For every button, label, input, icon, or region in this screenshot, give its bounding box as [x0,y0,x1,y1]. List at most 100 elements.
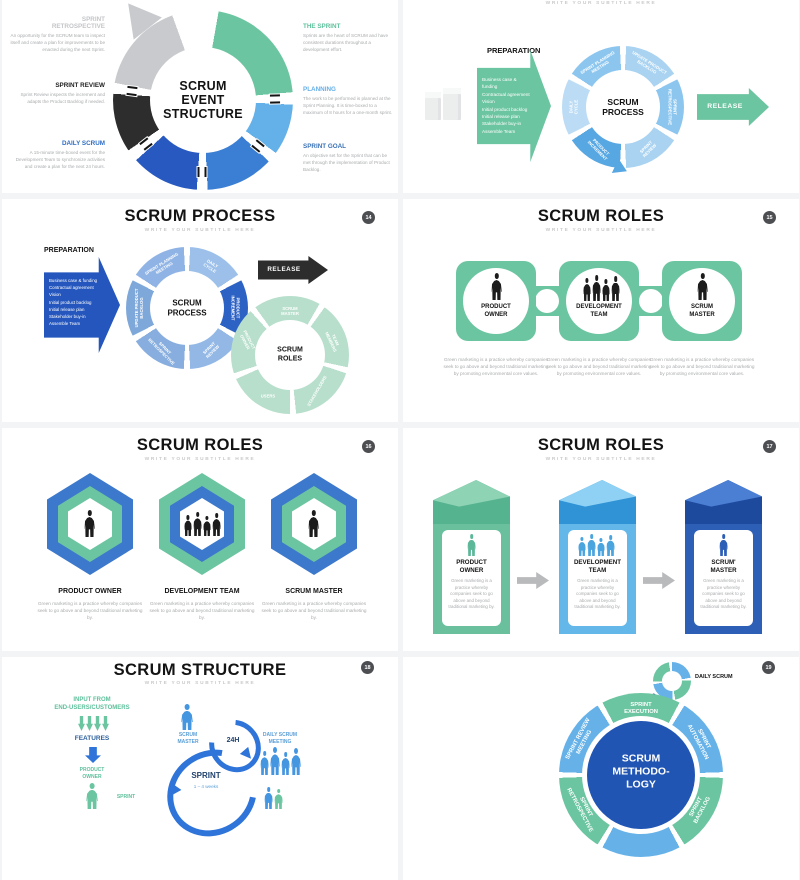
ring-hole [150,271,224,345]
page-number-badge: 17 [763,440,776,453]
slide-scrum-roles-circles[interactable]: SCRUM ROLES WRITE YOUR SUBTITLE HERE 15 … [403,199,799,422]
page-number-badge: 14 [362,211,375,224]
slide-scrum-structure[interactable]: SCRUM STRUCTURE WRITE YOUR SUBTITLE HERE… [2,657,398,880]
donut-hole [150,47,256,153]
person-icon [212,513,221,536]
preparation-label: PREPARATION [487,46,541,55]
person-icon [264,787,273,809]
role-desc: Green marketing is a practice whereby co… [261,601,367,621]
page-number-badge: 18 [361,661,374,674]
event-item-label: SPRINT GOAL [303,143,347,150]
ring-label-daily-cycle: DAILY CYCLE [568,99,579,115]
features-label: FEATURES [74,735,110,742]
ring-hole [662,671,682,691]
event-item-label: PLANNING [303,86,336,93]
slide-scrum-process[interactable]: SCRUM PROCESS WRITE YOUR SUBTITLE HERE 1… [2,199,398,422]
slide-scrum-event-structure[interactable]: SCRUM EVENT STRUCTURE SPRINT RETROSPECTI… [2,0,398,193]
role-desc: Green marketing is a practice whereby co… [448,578,495,610]
down-arrow-icon [78,716,85,731]
people-group-icon [184,512,221,536]
role-desc: Green marketing is a practice whereby co… [574,578,621,610]
person-icon [270,747,280,775]
person-icon [203,516,211,536]
event-item-label: SPRINT REVIEW [55,82,105,89]
role-desc: Green marketing is a practice whereby co… [37,601,143,621]
role-label: PRODUCT OWNER [481,304,511,318]
role-label: DEVELOPMENT TEAM [576,304,622,318]
person-icon [260,751,269,775]
person-icon [578,537,586,556]
sprint-label: SPRINT [191,771,221,780]
slide-title: SCRUM ROLES [537,436,665,454]
event-item-sprint-goal: SPRINT GOAL An objective set for the Spr… [303,143,393,174]
release-label: RELEASE [707,103,743,110]
next-arrow-icon [643,572,675,589]
role-desc: Green marketing is a practice whereby co… [149,601,255,621]
ring-hole [255,320,325,390]
person-icon [583,278,591,301]
person-icon [719,534,728,556]
event-item-desc: Sprint Review inspects the increment and… [20,92,105,104]
person-icon [597,538,605,556]
scrum-master-label: SCRUM MASTER [177,732,199,745]
person-icon [602,279,610,301]
role-label: DEVELOPMENT TEAM [164,588,240,595]
ring-label-update-backlog: UPDATE PRODUCT BACKLOG [133,288,144,328]
roles-label-users: USERS [260,393,276,399]
person-icon [592,275,601,301]
slide-scrum-process-alt[interactable]: WRITE YOUR SUBTITLE HERE PREPARATION Bus… [403,0,799,193]
daily-scrum-ring [653,662,691,700]
scrum-process-ring [562,46,684,168]
event-item-sprint-retrospective: SPRINT RETROSPECTIVE An opportunity for … [10,16,105,54]
slide-subtitle: WRITE YOUR SUBTITLE HERE [144,457,256,462]
h24-label: 24H [226,737,240,744]
role-label: SCRUM MASTER [285,588,343,595]
next-arrow-icon [517,572,549,589]
slide-scrum-methodology[interactable]: 19 DAILY SCRUM SPRINT EXECUTION SPRINT A… [403,657,799,880]
slide-subtitle: WRITE YOUR SUBTITLE HERE [545,457,657,462]
scrum-roles-ring [231,296,349,414]
slide-scrum-roles-boxes[interactable]: SCRUM ROLES WRITE YOUR SUBTITLE HERE 17 … [403,428,799,651]
event-structure-title: SCRUM EVENT STRUCTURE [163,79,243,121]
slide-title: SCRUM PROCESS [124,207,276,225]
methodology-center-label: SCRUM METHODO- LOGY [612,752,670,791]
role-label: SCRUM' MASTER [710,559,737,574]
down-arrow-icon [102,716,109,731]
person-icon [193,512,202,536]
event-item-desc: A 15-minute time-boxed event for the Dev… [15,150,105,169]
people-group-icon [578,534,615,556]
role-desc: Green marketing is a practice whereby co… [546,357,652,377]
person-icon [84,510,95,537]
scrum-process-ring [126,247,248,369]
event-item-planning: PLANNING The work to be performed is pla… [303,86,393,117]
preparation-items: Business case & funding Contractual agre… [482,77,530,134]
role-connector [635,286,667,316]
down-arrow-icon [86,716,93,731]
slide-scrum-roles-hexagons[interactable]: SCRUM ROLES WRITE YOUR SUBTITLE HERE 16 … [2,428,398,651]
sprint-weeks-label: 1 – 4 weeks [193,784,219,789]
scrum-process-center: SCRUM PROCESS [602,97,644,117]
sprint-side-label: SPRINT [116,794,136,800]
person-icon [308,510,319,537]
roles-label-master: SCRUM MASTER [281,305,299,316]
people-group-icon [583,275,620,301]
box-icon [425,92,441,120]
event-item-label: SPRINT RETROSPECTIVE [51,16,105,30]
role-connector [531,286,563,316]
ring-label-retrospective: SPRINT RETROSPECTIVE [667,88,678,126]
pause-icon [126,86,137,96]
page-number-badge: 19 [762,661,775,674]
role-desc: Green marketing is a practice whereby co… [443,357,549,377]
person-icon [291,748,301,775]
daily-meeting-label: DAILY SCRUM MEETING [262,732,298,745]
event-item-desc: An objective set for the Sprint that can… [303,153,390,172]
slide-title: SCRUM STRUCTURE [113,661,287,679]
box-icon [443,88,461,120]
event-item-desc: An opportunity for the SCRUM team to ins… [10,33,105,52]
event-item-desc: Sprints are the heart of SCRUM and have … [303,33,389,52]
release-label: RELEASE [267,266,301,273]
slide-title: SCRUM ROLES [136,436,264,454]
pause-icon [198,167,207,177]
ring-label-execution: SPRINT EXECUTION [624,701,658,715]
person-icon [181,704,193,730]
